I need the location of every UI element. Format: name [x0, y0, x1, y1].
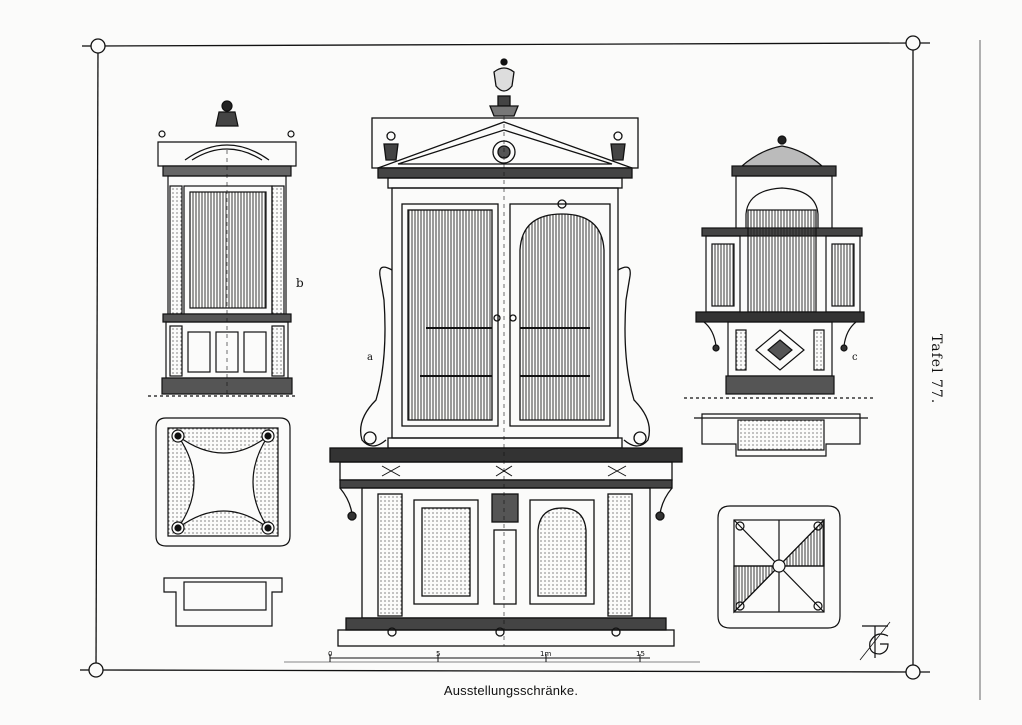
scale-label-5: 5 — [436, 650, 441, 658]
scale-bar — [284, 654, 700, 663]
scale-label-0: 0 — [328, 650, 333, 658]
cabinet-a-elevation — [329, 58, 683, 647]
monogram-mark — [859, 621, 891, 661]
plate-number: Tafel 77. — [928, 334, 944, 405]
plate-border — [80, 35, 930, 680]
scale-label-15: 15 — [636, 650, 645, 658]
plate-caption: Ausstellungsschränke. — [443, 683, 579, 698]
cabinet-c-plan — [717, 505, 841, 629]
cabinet-b-section — [163, 577, 283, 627]
figure-label-c: c — [852, 352, 858, 363]
figure-label-b: b — [296, 276, 304, 290]
figure-label-a: a — [367, 352, 373, 363]
cabinet-b-elevation — [148, 100, 297, 397]
cabinet-b-plan — [155, 417, 291, 547]
cabinet-c-elevation — [684, 135, 876, 399]
scale-label-1m: 1m — [540, 650, 552, 658]
cabinet-c-section — [694, 413, 868, 457]
